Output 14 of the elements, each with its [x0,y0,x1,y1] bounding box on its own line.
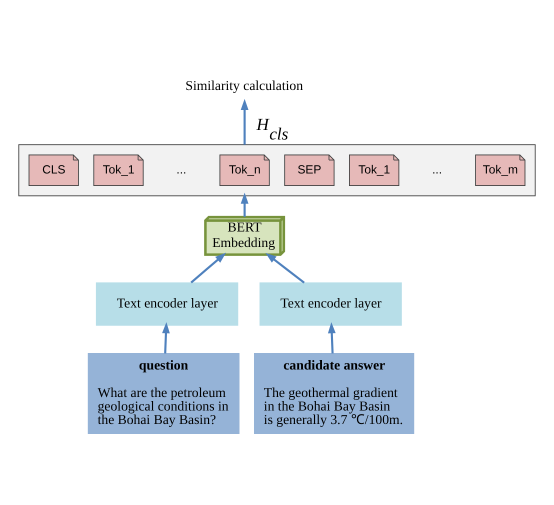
label: ... [176,162,186,176]
arrow [190,252,226,284]
node-box: Text encoder layer [260,282,402,326]
node-box: Text encoder layer [96,282,238,326]
arrow [328,322,336,354]
cluster [18,144,536,196]
arrow [265,252,305,284]
arrow [162,322,170,354]
node-box: question What are the petroleum geological conditions in the Bohai Bay Basin? [88,353,240,434]
arrow [240,192,248,217]
label: ... [432,162,442,176]
node-text: Similarity calculation [185,78,304,93]
arrow [240,98,248,145]
node-box: candidate answer The geothermal gradient in the Bohai Bay Basin is generally 3.7 ℃/100m. [254,353,414,434]
